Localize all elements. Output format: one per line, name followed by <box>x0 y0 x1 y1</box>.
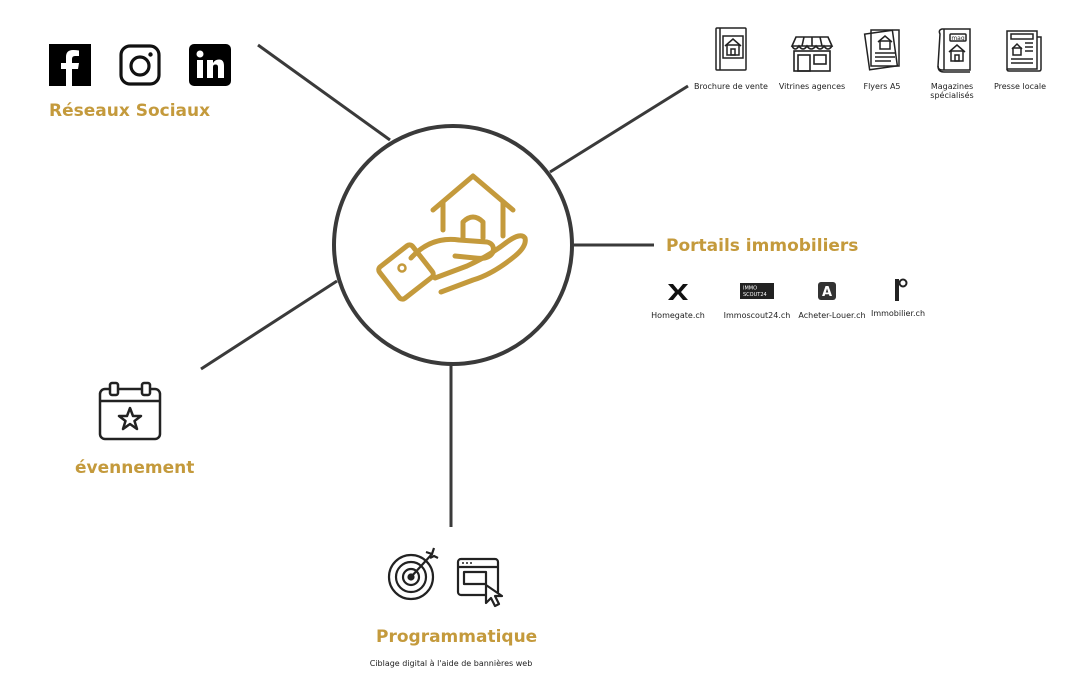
brochure-icon[interactable] <box>712 26 750 74</box>
print-label-magazines: Magazines spécialisés <box>922 82 982 100</box>
connector-print <box>549 84 689 174</box>
print-label-flyers: Flyers A5 <box>863 82 901 91</box>
print-label-presse: Presse locale <box>993 82 1047 91</box>
center-circle <box>332 124 574 366</box>
connector-evenement <box>200 279 338 371</box>
homegate-logo-icon[interactable] <box>666 283 690 301</box>
print-label-vitrines: Vitrines agences <box>778 82 846 91</box>
programmatique-subtitle: Ciblage digital à l'aide de bannières we… <box>369 659 533 668</box>
print-label-magazines-line1: Magazines <box>930 82 974 91</box>
calendar-star-icon <box>98 381 162 441</box>
immoscout-logo-line2: SCOUT24 <box>743 292 767 298</box>
social-title: Réseaux Sociaux <box>49 101 211 121</box>
immoscout-logo-icon[interactable]: IMMO SCOUT24 <box>740 283 774 299</box>
browser-cursor-icon <box>456 557 504 608</box>
flyers-icon[interactable] <box>863 26 903 72</box>
portail-label-immobilier: Immobilier.ch <box>870 309 926 318</box>
print-label-magazines-line2: spécialisés <box>930 91 974 100</box>
print-label-brochure: Brochure de vente <box>694 82 768 91</box>
connector-social <box>257 43 391 142</box>
target-icon <box>387 547 439 601</box>
evenement-title: évennement <box>75 458 195 478</box>
storefront-icon[interactable] <box>790 34 834 74</box>
acheter-louer-logo-letter: A <box>822 285 832 300</box>
programmatique-title: Programmatique <box>376 627 538 647</box>
facebook-icon[interactable] <box>49 44 91 86</box>
magazine-icon[interactable]: mag <box>934 26 976 76</box>
immobilier-logo-icon[interactable] <box>893 277 909 303</box>
newspaper-icon[interactable] <box>1003 29 1043 73</box>
immoscout-logo-line1: IMMO <box>743 286 757 292</box>
portail-label-homegate: Homegate.ch <box>651 311 705 320</box>
portail-label-immoscout: Immoscout24.ch <box>723 311 791 320</box>
acheter-louer-logo-icon[interactable]: A <box>817 281 837 301</box>
instagram-icon[interactable] <box>119 44 161 86</box>
magazine-badge: mag <box>951 35 965 42</box>
portails-title: Portails immobiliers <box>666 236 859 256</box>
linkedin-icon[interactable] <box>189 44 231 86</box>
hand-house-icon <box>376 173 528 302</box>
portail-label-acheter-louer: Acheter-Louer.ch <box>798 311 866 320</box>
